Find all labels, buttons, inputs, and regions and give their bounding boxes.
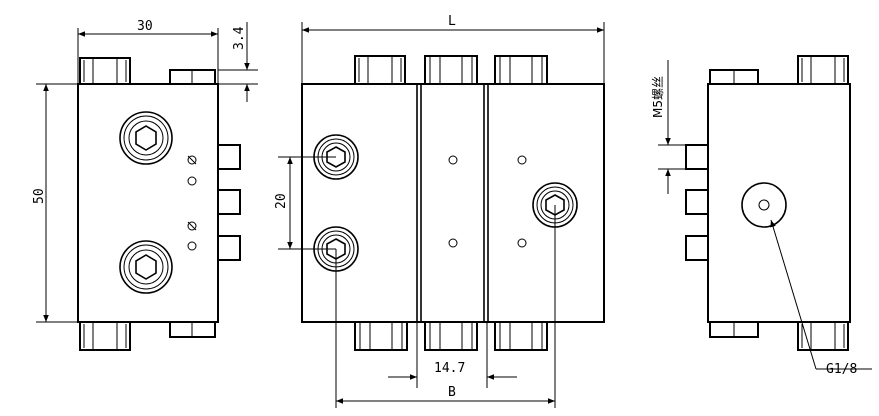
front-bottom-fittings	[354, 321, 548, 351]
bottom-plug	[169, 321, 216, 338]
dim-port-pitch-label: 20	[274, 193, 289, 209]
lower-port	[119, 240, 173, 294]
dimension-m5-thread: M5螺丝	[651, 60, 686, 194]
dimension-section-14-7: 14.7	[388, 322, 517, 388]
dim-pitch-label: B	[448, 385, 456, 400]
port-note-label: G1/8	[826, 362, 857, 377]
right-center-port	[741, 182, 787, 228]
indicator-holes	[187, 155, 197, 251]
dimension-length-L: L	[301, 14, 605, 84]
dimension-offset-3-4: 3.4	[218, 22, 258, 102]
front-top-fittings	[354, 55, 548, 85]
right-side-outlets	[685, 144, 709, 261]
right-bottom-fitting	[797, 321, 849, 351]
dim-offset-label: 3.4	[232, 26, 247, 50]
dim-section-label: 14.7	[434, 361, 465, 376]
right-top-fitting	[797, 55, 849, 85]
upper-port	[119, 111, 173, 165]
dimension-width-30: 30	[77, 19, 219, 84]
dim-width-label: 30	[137, 19, 153, 34]
front-view: L 20 14.7 B	[274, 14, 605, 408]
dim-length-label: L	[448, 14, 456, 29]
left-view: 30 3.4 50	[32, 19, 258, 351]
thread-note-label: M5螺丝	[651, 76, 665, 118]
dimension-port-pitch-20: 20	[274, 156, 336, 250]
right-bottom-plug	[709, 321, 759, 338]
left-body	[77, 83, 219, 323]
front-body	[301, 83, 605, 323]
leader-g1-8: G1/8	[770, 219, 872, 377]
top-plug	[169, 69, 216, 85]
bottom-hex-fitting	[79, 321, 131, 351]
right-view: M5螺丝 G1/8	[651, 55, 872, 377]
top-hex-fitting	[79, 57, 131, 85]
dimension-pitch-B: B	[335, 205, 556, 408]
right-body	[707, 83, 851, 323]
side-outlets	[217, 144, 241, 261]
front-holes	[448, 155, 527, 248]
right-top-plug	[709, 69, 759, 85]
dimension-height-50: 50	[32, 83, 78, 323]
dim-height-label: 50	[32, 188, 47, 204]
